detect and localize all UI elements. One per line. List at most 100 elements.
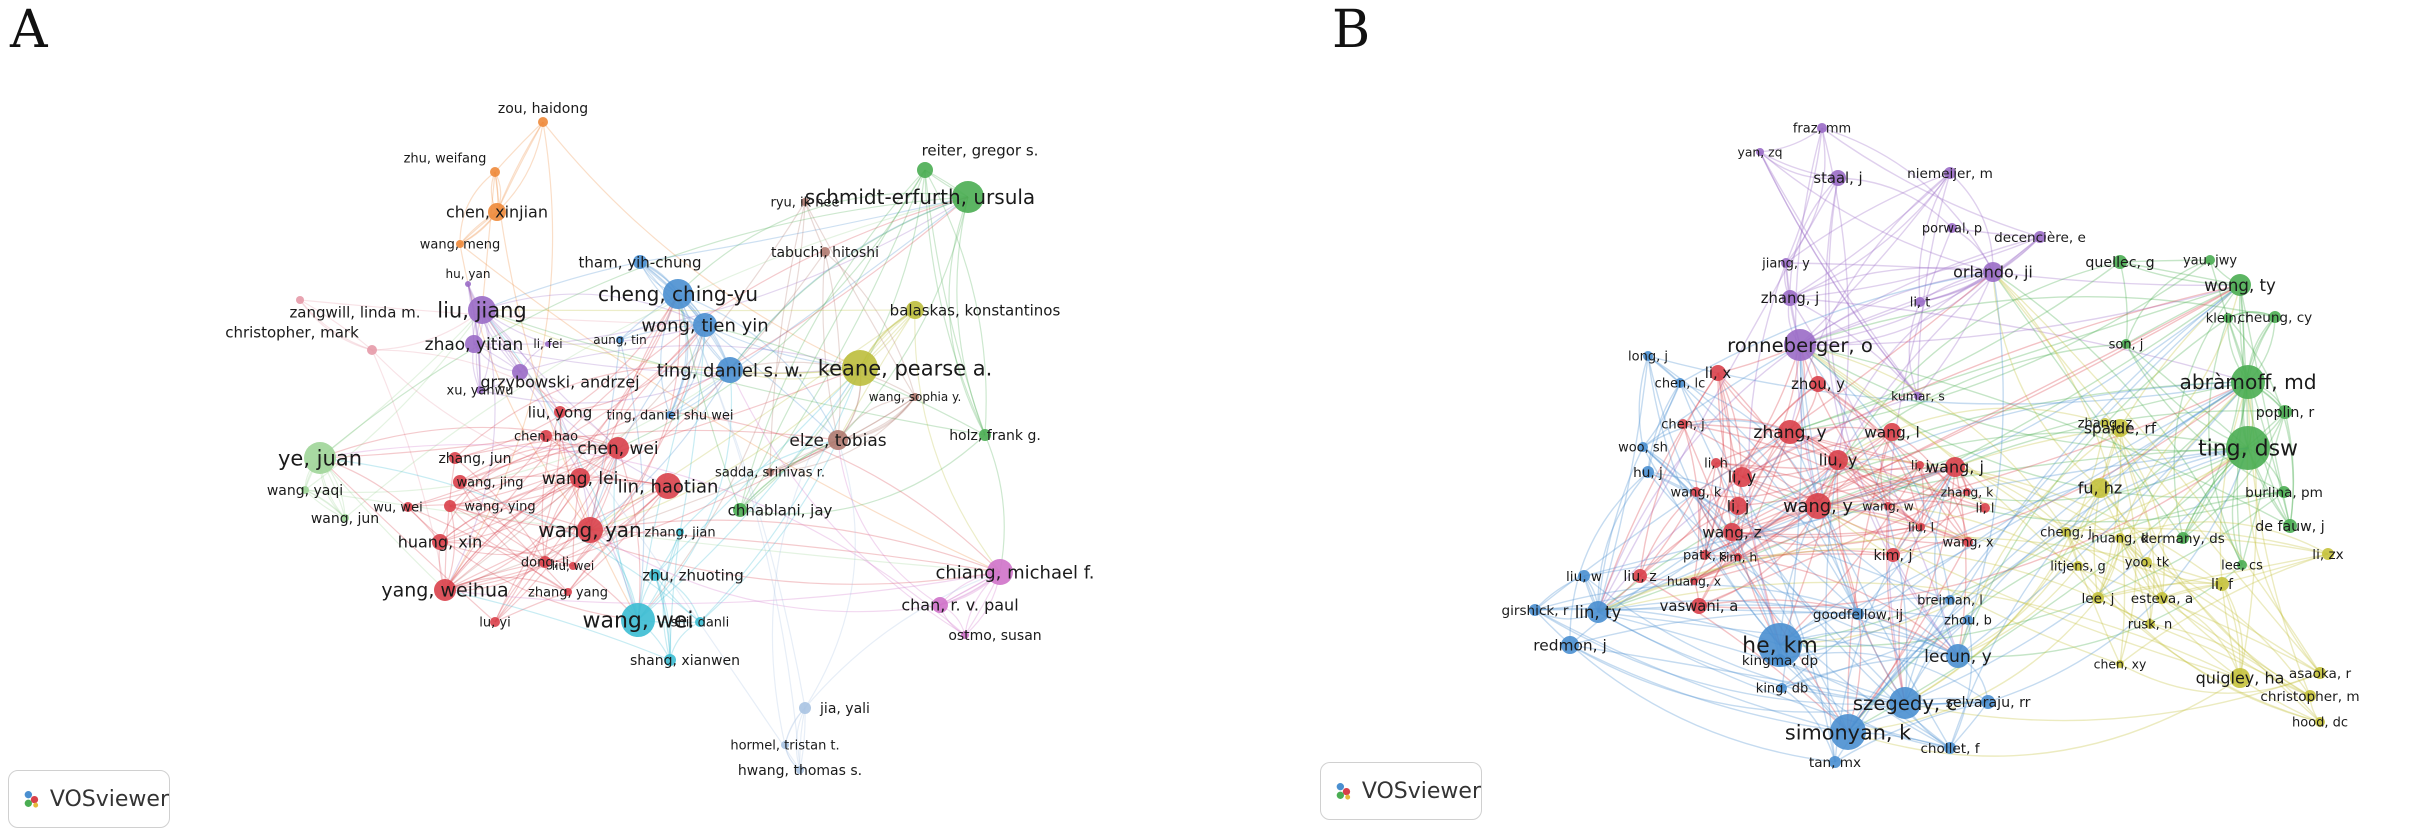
- author-node[interactable]: [733, 503, 747, 517]
- vosviewer-badge-b[interactable]: VOSviewer: [1320, 762, 1482, 820]
- author-node[interactable]: [961, 631, 969, 639]
- author-node[interactable]: [465, 335, 483, 353]
- author-node[interactable]: [1830, 714, 1866, 750]
- author-node[interactable]: [554, 406, 566, 418]
- author-node[interactable]: [2113, 255, 2127, 269]
- author-node[interactable]: [1638, 442, 1648, 452]
- author-node[interactable]: [2100, 418, 2110, 428]
- author-node[interactable]: [2034, 231, 2046, 243]
- author-node[interactable]: [663, 279, 693, 309]
- author-node[interactable]: [2230, 668, 2250, 688]
- author-node[interactable]: [1889, 687, 1921, 719]
- author-node[interactable]: [979, 429, 991, 441]
- author-node[interactable]: [1915, 297, 1925, 307]
- author-node[interactable]: [2314, 667, 2326, 679]
- author-node[interactable]: [2205, 255, 2215, 265]
- author-node[interactable]: [2237, 560, 2247, 570]
- author-node[interactable]: [1678, 419, 1688, 429]
- author-node[interactable]: [301, 486, 309, 494]
- author-node[interactable]: [1980, 503, 1990, 513]
- author-node[interactable]: [1947, 223, 1957, 233]
- author-node[interactable]: [1782, 290, 1798, 306]
- author-node[interactable]: [539, 556, 551, 568]
- author-node[interactable]: [664, 654, 676, 666]
- author-node[interactable]: [2223, 313, 2233, 323]
- author-node[interactable]: [906, 301, 924, 319]
- author-node[interactable]: [570, 468, 590, 488]
- author-node[interactable]: [1963, 615, 1973, 625]
- author-node[interactable]: [1963, 537, 1973, 547]
- author-node[interactable]: [1883, 423, 1901, 441]
- author-node[interactable]: [1916, 461, 1924, 469]
- author-node[interactable]: [1642, 466, 1654, 478]
- author-node[interactable]: [1944, 742, 1956, 754]
- author-node[interactable]: [917, 162, 933, 178]
- author-node[interactable]: [717, 357, 743, 383]
- author-node[interactable]: [2092, 592, 2104, 604]
- author-node[interactable]: [2061, 527, 2071, 537]
- author-node[interactable]: [2283, 519, 2297, 533]
- author-node[interactable]: [341, 514, 349, 522]
- author-node[interactable]: [1830, 170, 1846, 186]
- author-node[interactable]: [569, 562, 577, 570]
- author-node[interactable]: [1944, 167, 1956, 179]
- author-node[interactable]: [952, 181, 984, 213]
- author-node[interactable]: [1710, 365, 1726, 381]
- author-node[interactable]: [2231, 365, 2265, 399]
- author-node[interactable]: [616, 336, 624, 344]
- author-node[interactable]: [799, 702, 811, 714]
- author-node[interactable]: [1884, 502, 1892, 510]
- author-node[interactable]: [1732, 467, 1752, 487]
- author-node[interactable]: [1777, 683, 1787, 693]
- author-node[interactable]: [2215, 577, 2229, 591]
- author-node[interactable]: [1561, 636, 1579, 654]
- author-node[interactable]: [453, 475, 467, 489]
- author-node[interactable]: [1810, 376, 1826, 392]
- author-node[interactable]: [512, 364, 528, 380]
- author-node[interactable]: [987, 559, 1013, 585]
- author-node[interactable]: [1945, 595, 1955, 605]
- author-node[interactable]: [2322, 548, 2334, 560]
- author-node[interactable]: [577, 517, 603, 543]
- author-node[interactable]: [1963, 488, 1971, 496]
- author-node[interactable]: [621, 603, 655, 637]
- author-node[interactable]: [2229, 274, 2251, 296]
- author-node[interactable]: [488, 203, 506, 221]
- author-node[interactable]: [2177, 532, 2189, 544]
- author-node[interactable]: [1829, 756, 1841, 768]
- author-node[interactable]: [655, 473, 681, 499]
- author-node[interactable]: [1914, 392, 1922, 400]
- author-node[interactable]: [2278, 486, 2290, 498]
- author-node[interactable]: [1778, 420, 1802, 444]
- author-node[interactable]: [1852, 608, 1864, 620]
- author-node[interactable]: [2111, 419, 2129, 437]
- author-node[interactable]: [468, 296, 496, 324]
- author-node[interactable]: [796, 766, 804, 774]
- author-node[interactable]: [490, 617, 500, 627]
- author-node[interactable]: [1700, 550, 1710, 560]
- author-node[interactable]: [2226, 426, 2270, 470]
- author-node[interactable]: [403, 502, 413, 512]
- author-node[interactable]: [1774, 654, 1786, 666]
- author-node[interactable]: [1691, 598, 1707, 614]
- author-node[interactable]: [1691, 487, 1701, 497]
- author-node[interactable]: [2090, 478, 2110, 498]
- author-node[interactable]: [304, 442, 336, 474]
- author-node[interactable]: [801, 198, 809, 206]
- author-node[interactable]: [607, 437, 629, 459]
- author-node[interactable]: [449, 452, 461, 464]
- author-node[interactable]: [367, 345, 377, 355]
- author-node[interactable]: [932, 597, 948, 613]
- author-node[interactable]: [1711, 458, 1721, 468]
- author-node[interactable]: [2156, 592, 2168, 604]
- author-node[interactable]: [465, 281, 471, 287]
- author-node[interactable]: [1723, 523, 1741, 541]
- author-node[interactable]: [1758, 623, 1802, 667]
- author-node[interactable]: [1945, 457, 1965, 477]
- author-node[interactable]: [1578, 570, 1590, 582]
- author-node[interactable]: [695, 617, 705, 627]
- author-node[interactable]: [1643, 351, 1653, 361]
- author-node[interactable]: [1828, 450, 1848, 470]
- author-node[interactable]: [2315, 717, 2325, 727]
- author-node[interactable]: [1917, 523, 1925, 531]
